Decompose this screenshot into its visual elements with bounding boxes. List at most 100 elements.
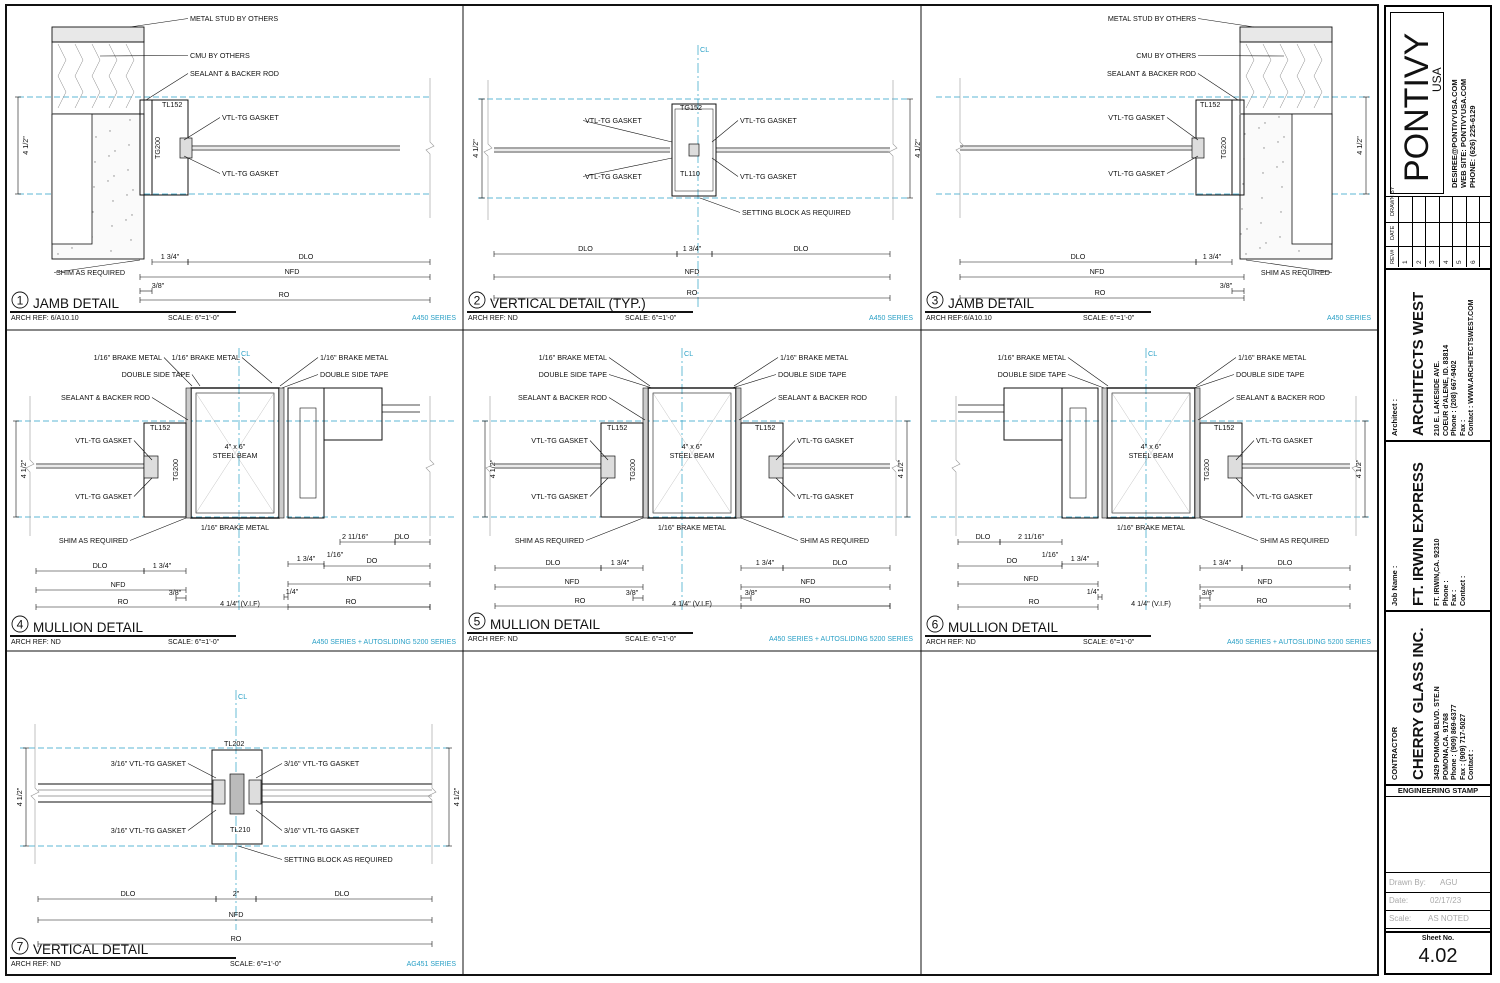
callout-label: VTL-TG GASKET: [1256, 492, 1313, 501]
dimension-label: 1 3/4": [153, 561, 172, 570]
dimension-label: 3/8": [1202, 588, 1215, 597]
insulation: [74, 43, 84, 109]
concrete-stipple: [71, 247, 73, 249]
dimension-label: RO: [800, 596, 811, 605]
dimension-label: NFD: [229, 910, 244, 919]
detail-scale: SCALE: 6"=1'-0": [230, 961, 282, 968]
gasket: [688, 143, 700, 157]
concrete-stipple: [1265, 242, 1267, 244]
leader-line: [589, 477, 609, 497]
architect-name: ARCHITECTS WEST: [1410, 291, 1427, 436]
leader-line: [191, 374, 201, 387]
height-dimension: 4 1/2": [19, 459, 28, 478]
leader-line: [145, 73, 189, 101]
brake-metal: [278, 387, 285, 519]
title-block-divider: [1384, 910, 1492, 911]
centerline-label: CL: [241, 349, 250, 358]
dimension-label: DLO: [121, 889, 136, 898]
concrete-stipple: [1244, 133, 1246, 135]
date-value: 02/17/23: [1430, 896, 1462, 905]
dimension-label: DLO: [395, 532, 410, 541]
height-dimension: 4 1/2": [15, 787, 24, 806]
part-number: TL152: [150, 423, 170, 432]
leader-line: [740, 517, 799, 541]
sliding-frame: [299, 407, 317, 499]
revision-col-divider: [1465, 197, 1467, 267]
dimension-label: RO: [1029, 597, 1040, 606]
callout-label: SHIM AS REQUIRED: [515, 536, 584, 545]
concrete-stipple: [107, 180, 109, 182]
leader-line: [1166, 117, 1199, 141]
concrete-stipple: [1240, 233, 1242, 235]
architect-detail: Contact : WWW.ARCHITECTSWEST.COM: [1468, 299, 1476, 437]
leader-line: [1197, 397, 1235, 421]
callout-label: SETTING BLOCK AS REQUIRED: [284, 855, 393, 864]
height-dimension: 4 1/2": [913, 139, 922, 158]
revision-header: REV#: [1390, 249, 1396, 264]
callout-label: DOUBLE SIDE TAPE: [998, 370, 1067, 379]
detail-number-circle: [468, 612, 486, 630]
revision-number: 6: [1469, 260, 1477, 264]
sheet-border: [5, 4, 1379, 976]
detail-number-circle: [926, 291, 944, 309]
leader-line: [589, 440, 609, 461]
break-line: [891, 396, 901, 536]
dimension-label: NFD: [1258, 577, 1273, 586]
dimension-label: DO: [367, 556, 378, 565]
insulation: [1296, 43, 1306, 109]
concrete-stipple: [108, 155, 110, 157]
title-block-divider: [1384, 892, 1492, 893]
sheet-number: 4.02: [1418, 945, 1458, 967]
callout-label: SEALANT & BACKER ROD: [190, 69, 279, 78]
dimension-label: 2 11/16": [342, 532, 368, 541]
leader-line: [281, 374, 319, 389]
contractor-name: CHERRY GLASS INC.: [1410, 627, 1427, 780]
gasket: [179, 137, 193, 159]
concrete-stipple: [1298, 250, 1300, 252]
detail-number: 4: [17, 618, 24, 632]
centerline-label: CL: [238, 692, 247, 701]
beam-label: STEEL BEAM: [1129, 451, 1174, 460]
centerline-label: CL: [1148, 349, 1157, 358]
callout-label: 1/16" BRAKE METAL: [1117, 523, 1185, 532]
detail-scale: SCALE: 6"=1'-0": [1083, 315, 1135, 322]
title-block-divider: [1384, 872, 1492, 873]
callout-label: VTL-TG GASKET: [1108, 169, 1165, 178]
leader-line: [608, 397, 646, 421]
part-number: TG200: [628, 459, 637, 481]
leader-line: [133, 440, 153, 461]
job-label: Job Name :: [1390, 565, 1399, 606]
concrete-stipple: [1259, 247, 1261, 249]
concrete-stipple: [113, 175, 115, 177]
revision-header: DRAWN BY: [1390, 186, 1396, 216]
concrete-stipple: [111, 225, 113, 227]
concrete-stipple: [1260, 222, 1262, 224]
dimension-label: DLO: [1071, 252, 1086, 261]
dimension-label: 1/4": [286, 587, 299, 596]
part-number: TG200: [153, 137, 162, 159]
concrete-stipple: [126, 194, 128, 196]
leader-line: [129, 517, 187, 541]
revision-col-divider: [1411, 197, 1413, 267]
dimension-label: RO: [1257, 596, 1268, 605]
leader-line: [1197, 73, 1239, 101]
dimension-label: 3/8": [152, 281, 165, 290]
callout-label: 1/16" BRAKE METAL: [539, 353, 607, 362]
series-label: A450 SERIES: [1327, 315, 1371, 322]
callout-label: SETTING BLOCK AS REQUIRED: [742, 208, 851, 217]
insulation: [108, 43, 118, 109]
leader-line: [1195, 357, 1237, 387]
insulation: [125, 43, 135, 109]
part-number: TL152: [1200, 100, 1220, 109]
part-number: TG200: [171, 459, 180, 481]
leader-line: [151, 397, 189, 421]
callout-label: VTL-TG GASKET: [531, 492, 588, 501]
dimension-label: NFD: [1090, 267, 1105, 276]
revision-row-divider: [1386, 246, 1490, 247]
series-label: A450 SERIES + AUTOSLIDING 5200 SERIES: [769, 636, 913, 643]
